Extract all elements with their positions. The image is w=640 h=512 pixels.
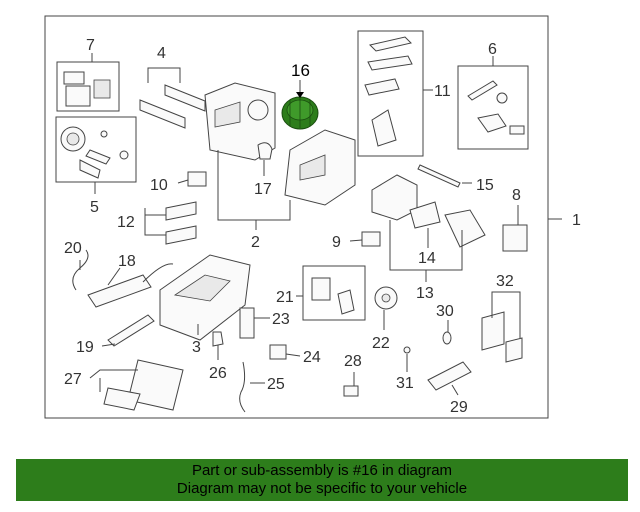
callout-14: 14 <box>418 250 436 267</box>
part-11-illustration <box>364 36 413 147</box>
callout-31: 31 <box>396 375 414 392</box>
callout-23: 23 <box>272 311 290 328</box>
callout-28: 28 <box>344 353 362 370</box>
callout-11: 11 <box>434 83 451 100</box>
part-6-illustration <box>467 80 525 135</box>
callout-24: 24 <box>303 349 321 366</box>
banner-line-2: Diagram may not be specific to your vehi… <box>176 480 468 497</box>
part-2-housing-lower <box>284 129 356 206</box>
banner-line-1: Part or sub-assembly is #16 in diagram <box>191 462 453 479</box>
callout-15: 15 <box>476 177 494 194</box>
callout-27: 27 <box>64 371 82 388</box>
callout-17: 17 <box>254 181 272 198</box>
callout-6: 6 <box>488 41 497 58</box>
part-25-illustration <box>239 361 246 413</box>
callout-10: 10 <box>150 177 168 194</box>
callout-labels: 7 4 16 11 6 5 10 17 15 8 12 2 9 14 1 20 … <box>64 37 581 416</box>
group-box-5 <box>55 116 137 183</box>
callout-20: 20 <box>64 240 82 257</box>
callout-26: 26 <box>209 365 227 382</box>
callout-16: 16 <box>291 61 310 80</box>
callout-18: 18 <box>118 253 136 270</box>
part-21-illustration <box>311 277 355 315</box>
callout-5: 5 <box>90 199 99 216</box>
group-box-6 <box>457 65 529 150</box>
group-box-7 <box>56 61 120 112</box>
part-9-illustration <box>361 231 381 247</box>
group-box-11 <box>357 30 424 157</box>
part-notice-banner: Part or sub-assembly is #16 in diagram D… <box>16 459 628 501</box>
callout-3: 3 <box>192 339 201 356</box>
callout-1: 1 <box>572 212 581 229</box>
callout-30: 30 <box>436 303 454 320</box>
diagram-frame <box>44 15 549 419</box>
part-26-illustration <box>212 331 224 347</box>
callout-12: 12 <box>117 214 135 231</box>
callout-13: 13 <box>416 285 434 302</box>
part-30-illustration <box>442 331 452 345</box>
part-16-blower-motor <box>281 96 319 130</box>
part-24-illustration <box>269 344 287 360</box>
part-10-illustration <box>187 171 207 187</box>
part-7-illustration <box>63 71 111 107</box>
part-23-illustration <box>239 307 255 339</box>
part-4-illustration <box>139 84 206 129</box>
part-17-illustration <box>257 142 273 160</box>
part-28-illustration <box>343 385 359 397</box>
callout-7: 7 <box>86 37 95 54</box>
part-27-evaporator <box>103 359 184 411</box>
callout-22: 22 <box>372 335 390 352</box>
part-19-illustration <box>107 314 155 347</box>
part-31-illustration <box>403 346 411 354</box>
callout-21: 21 <box>276 289 294 306</box>
part-3-lower-case <box>159 254 251 341</box>
part-12-illustration <box>165 201 197 245</box>
callout-8: 8 <box>512 187 521 204</box>
callout-4: 4 <box>157 45 166 62</box>
parts-diagram: 7 4 16 11 6 5 10 17 15 8 12 2 9 14 1 20 … <box>44 15 581 419</box>
callout-2: 2 <box>251 234 260 251</box>
callout-9: 9 <box>332 234 341 251</box>
callout-29: 29 <box>450 399 468 416</box>
part-2-housing-upper <box>204 82 276 161</box>
part-5-illustration <box>60 126 129 179</box>
part-15-illustration <box>417 164 461 188</box>
part-32-illustration <box>481 311 523 363</box>
callout-25: 25 <box>267 376 285 393</box>
part-8-illustration <box>502 224 528 252</box>
group-box-21 <box>302 265 366 321</box>
callout-32: 32 <box>496 273 514 290</box>
callout-19: 19 <box>76 339 94 356</box>
part-14-illustration <box>409 201 441 229</box>
part-29-illustration <box>427 361 472 391</box>
part-18-heater-core <box>87 263 174 308</box>
part-22-illustration <box>374 286 398 310</box>
leader-lines <box>79 53 521 396</box>
